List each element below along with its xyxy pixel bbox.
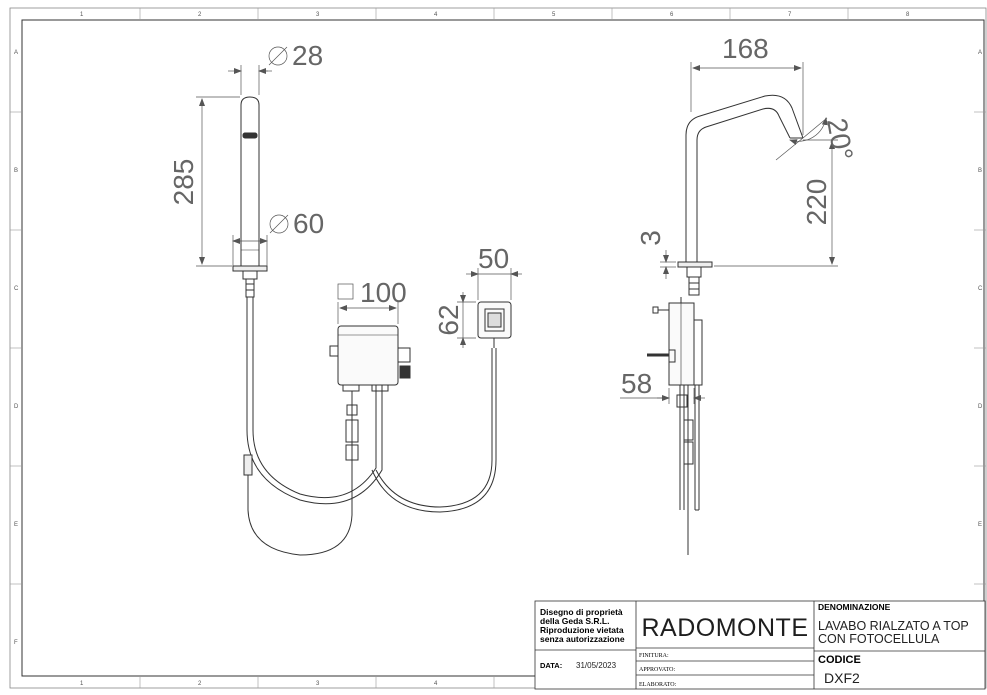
dim-diameter-base: 60 (293, 208, 324, 239)
row-label: B (978, 168, 982, 174)
ownership-line: Riproduzione vietata (540, 625, 624, 635)
dim-angle: 20° (821, 116, 859, 163)
side-dimensions (620, 62, 838, 404)
denominazione-label: DENOMINAZIONE (818, 602, 891, 612)
col-label: 5 (552, 12, 556, 18)
col-label: 3 (316, 681, 320, 687)
dim-sensor-height: 62 (433, 304, 464, 335)
dim-base-thickness: 3 (635, 230, 666, 246)
dim-sensor-width: 50 (478, 243, 509, 274)
front-view-faucet (232, 96, 512, 556)
denominazione-line: LAVABO RIALZATO A TOP (818, 619, 969, 633)
dim-spout-height: 220 (801, 179, 832, 226)
dim-reach: 168 (722, 33, 769, 64)
dim-box-size: 100 (360, 277, 407, 308)
codice-label: CODICE (818, 654, 861, 666)
col-label: 2 (198, 12, 202, 18)
ownership-line: della Geda S.R.L. (540, 616, 609, 626)
col-label: 7 (788, 12, 792, 18)
grid-ticks (10, 8, 986, 688)
ownership-line: senza autorizzazione (540, 634, 625, 644)
col-label: 1 (80, 12, 84, 18)
row-label: C (978, 286, 983, 292)
outer-frame (9, 7, 987, 689)
front-dimensions (196, 46, 522, 348)
data-label: DATA: (540, 661, 562, 670)
col-label: 4 (434, 681, 438, 687)
dim-height: 285 (168, 159, 199, 206)
row-label: E (978, 522, 982, 528)
col-label: 2 (198, 681, 202, 687)
title-block: Disegno di proprietà della Geda S.R.L. R… (534, 600, 986, 690)
approvato-label: APPROVATO: (639, 667, 675, 673)
col-label: 8 (906, 12, 910, 18)
row-label: C (14, 286, 19, 292)
col-label: 3 (316, 12, 320, 18)
data-value: 31/05/2023 (576, 661, 617, 670)
ownership-line: Disegno di proprietà (540, 607, 623, 617)
side-view-faucet (647, 94, 804, 555)
row-label: D (978, 404, 983, 410)
dim-depth: 58 (621, 368, 652, 399)
col-label: 4 (434, 12, 438, 18)
denominazione-line: CON FOTOCELLULA (818, 632, 940, 646)
row-label: B (14, 168, 18, 174)
elaborato-label: ELABORATO: (639, 682, 677, 688)
row-label: D (14, 404, 19, 410)
brand-logo: RADOMONTE (642, 614, 809, 642)
finitura-label: FINITURA: (639, 653, 669, 659)
row-label: E (14, 522, 18, 528)
col-label: 1 (80, 681, 84, 687)
grid-labels: 1 2 3 4 5 6 7 8 1 2 3 4 A B C D E F A B … (14, 12, 983, 687)
col-label: 6 (670, 12, 674, 18)
row-label: A (14, 50, 18, 56)
dim-diameter-top: 28 (292, 40, 323, 71)
row-label: A (978, 50, 982, 56)
row-label: F (14, 640, 18, 646)
codice-value: DXF2 (824, 670, 860, 686)
